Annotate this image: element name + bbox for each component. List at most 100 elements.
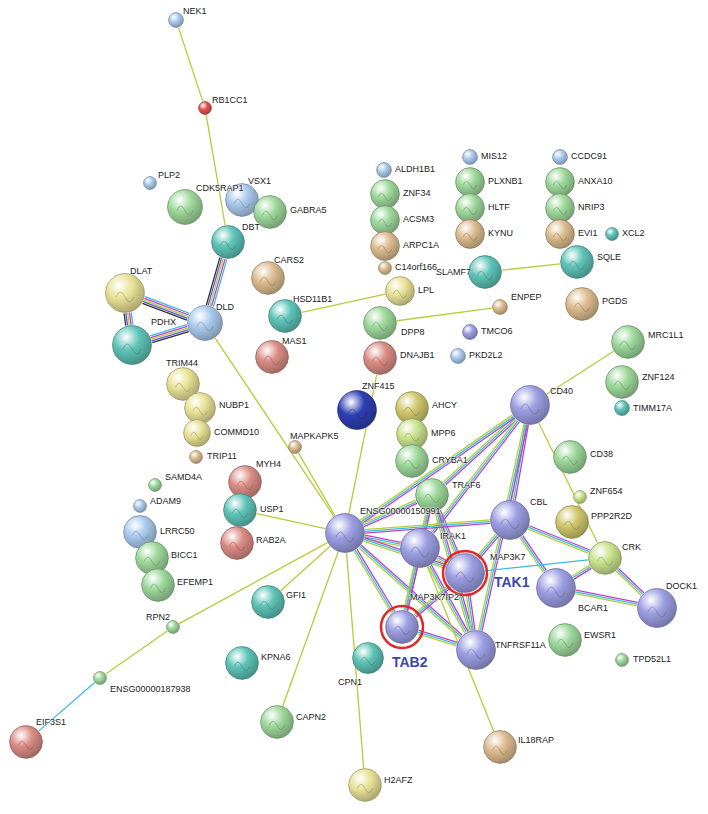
protein-label: PPP2R2D xyxy=(591,511,632,521)
protein-label: GFI1 xyxy=(286,590,306,600)
interaction-edge xyxy=(106,631,168,674)
structure-sketch xyxy=(553,207,567,215)
protein-sphere xyxy=(325,513,365,553)
protein-sphere xyxy=(260,705,294,739)
protein-sphere xyxy=(370,179,400,209)
protein-label: KPNA6 xyxy=(261,652,291,662)
sphere-shape xyxy=(364,342,397,375)
protein-node: TPD52L1 xyxy=(615,653,629,667)
structure-sketch xyxy=(463,207,477,215)
sphere-shape xyxy=(212,226,245,259)
protein-node: RPN2 xyxy=(166,620,180,634)
protein-node: PPP2R2D xyxy=(555,505,589,539)
protein-sphere xyxy=(588,541,622,575)
structure-sketch xyxy=(492,746,507,755)
protein-label: IRAK1 xyxy=(440,531,466,541)
protein-sphere xyxy=(225,646,259,680)
sphere-shape xyxy=(616,654,629,667)
sphere-shape xyxy=(612,326,645,359)
protein-label: ENSG00000150991 xyxy=(360,506,441,516)
protein-node: CRK xyxy=(588,541,622,575)
protein-node: PLP2 xyxy=(143,176,157,190)
structure-sketch xyxy=(336,532,354,542)
evidence-line xyxy=(576,592,638,604)
structure-sketch xyxy=(562,456,577,465)
sphere-shape xyxy=(149,479,162,492)
protein-node: EIF3S1 xyxy=(9,725,43,759)
sphere-shape xyxy=(493,300,508,315)
protein-node: ANXA10 xyxy=(545,167,575,197)
protein-sphere xyxy=(450,348,466,364)
interaction-edge xyxy=(299,453,335,516)
sphere-shape xyxy=(615,401,630,416)
protein-sphere xyxy=(376,162,392,178)
structure-sketch xyxy=(150,584,165,593)
structure-sketch xyxy=(144,557,159,566)
sphere-shape xyxy=(326,514,365,553)
protein-node: DNAJB1 xyxy=(363,341,397,375)
protein-node: MRC1L1 xyxy=(611,325,645,359)
interaction-group xyxy=(360,415,514,523)
evidence-line xyxy=(152,332,189,343)
interaction-group xyxy=(299,453,335,516)
sphere-shape xyxy=(386,277,415,306)
protein-label: BICC1 xyxy=(171,550,198,560)
protein-sphere xyxy=(220,526,254,560)
sphere-shape xyxy=(349,769,382,802)
evidence-line xyxy=(206,257,219,304)
evidence-line xyxy=(418,632,457,644)
sphere-shape xyxy=(574,491,587,504)
protein-sphere xyxy=(112,325,152,365)
interaction-group xyxy=(616,568,644,595)
protein-label: NEK1 xyxy=(183,6,207,16)
protein-label: TRAF6 xyxy=(452,480,481,490)
interaction-group xyxy=(437,556,449,565)
protein-node: TRIP11 xyxy=(189,450,203,464)
protein-sphere xyxy=(198,101,212,115)
protein-node: HSD11B1 xyxy=(268,299,302,333)
protein-label: MAP3K7IP2 xyxy=(410,592,459,602)
protein-label: DLAT xyxy=(130,266,152,276)
protein-label: CD38 xyxy=(590,449,613,459)
structure-sketch xyxy=(404,407,419,416)
protein-sphere xyxy=(395,444,429,478)
interaction-group xyxy=(281,546,330,590)
interaction-edge xyxy=(502,264,560,270)
sphere-shape xyxy=(144,177,157,190)
protein-sphere xyxy=(483,730,517,764)
protein-node: EFEMP1 xyxy=(141,568,175,602)
protein-sphere xyxy=(611,325,645,359)
interaction-group xyxy=(418,630,458,645)
sphere-shape xyxy=(252,586,285,619)
protein-label: EWSR1 xyxy=(584,630,616,640)
structure-sketch xyxy=(372,322,387,331)
protein-node: BCAR1 xyxy=(536,568,576,608)
sphere-shape xyxy=(546,220,575,249)
structure-sketch xyxy=(456,572,474,582)
protein-sphere xyxy=(211,225,245,259)
sphere-shape xyxy=(469,256,502,289)
protein-node: DLD xyxy=(187,305,223,341)
protein-node: H2AFZ xyxy=(348,768,382,802)
protein-label: RPN2 xyxy=(146,612,170,622)
sphere-shape xyxy=(261,706,294,739)
sphere-shape xyxy=(491,501,530,540)
structure-sketch xyxy=(614,381,629,390)
protein-node: CRYBA1 xyxy=(395,444,429,478)
sphere-shape xyxy=(142,569,175,602)
sphere-shape xyxy=(549,624,582,657)
protein-sphere xyxy=(370,231,400,261)
evidence-line xyxy=(360,415,512,520)
structure-sketch xyxy=(234,199,249,208)
protein-sphere xyxy=(462,324,478,340)
protein-label: CAPN2 xyxy=(296,712,326,722)
interaction-group xyxy=(539,423,598,543)
interaction-group xyxy=(206,257,226,306)
protein-label: MAS1 xyxy=(282,336,307,346)
structure-sketch xyxy=(521,404,539,414)
protein-node: CCDC91 xyxy=(552,149,568,165)
protein-sphere xyxy=(637,588,677,628)
structure-sketch xyxy=(467,649,485,659)
sphere-shape xyxy=(364,307,397,340)
